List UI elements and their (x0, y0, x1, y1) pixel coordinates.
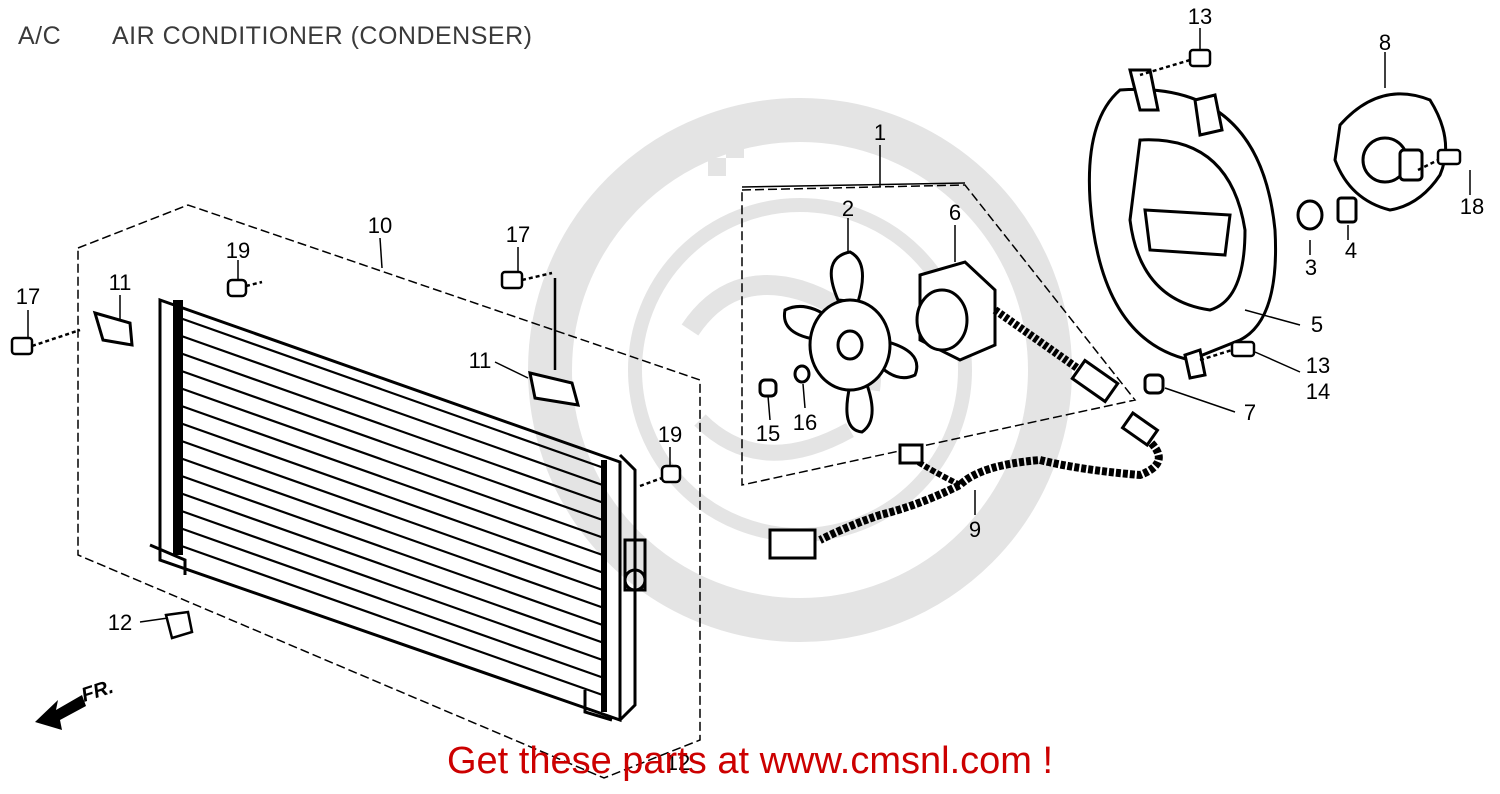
fan-motor (915, 260, 1120, 404)
cushion-19-top (226, 278, 263, 298)
bolt-13-lower (1199, 340, 1256, 362)
condenser-tube (179, 456, 605, 610)
callout-17-left: 17 (16, 284, 40, 309)
nut-7 (1143, 373, 1165, 395)
section-code: A/C (18, 22, 62, 50)
bolt-13-top (1139, 48, 1212, 77)
front-label: FR. (79, 676, 116, 707)
collar-4 (1336, 196, 1358, 224)
condenser-tube (179, 544, 605, 697)
bolt-17-right (500, 270, 557, 370)
condenser-tube (179, 491, 605, 645)
condenser-tube (179, 404, 605, 557)
callout-10: 10 (368, 213, 392, 238)
condenser-tube (179, 369, 605, 522)
callout-11-left: 11 (109, 270, 132, 295)
callout-labels: 1 2 3 4 5 6 7 8 9 10 11 11 12 12 13 13 1… (16, 4, 1484, 775)
callout-2: 2 (842, 196, 854, 221)
callout-13-top: 13 (1188, 4, 1212, 29)
condenser-tube (179, 474, 605, 627)
callout-15: 15 (756, 421, 780, 446)
callout-7: 7 (1244, 400, 1256, 425)
fan-shroud (1087, 68, 1278, 380)
callout-5: 5 (1311, 312, 1323, 337)
condenser-tube (179, 526, 605, 680)
condenser-tube (179, 509, 605, 662)
leader-lines (27, 28, 1471, 623)
callout-16: 16 (793, 410, 817, 435)
promo-link[interactable]: Get these parts at www.cmsnl.com ! (446, 740, 1054, 782)
cover-plate (1333, 92, 1448, 212)
condenser (149, 297, 647, 723)
cushion-12-bottom (164, 610, 194, 640)
callout-3: 3 (1305, 255, 1317, 280)
condenser-tube (179, 334, 605, 487)
callout-11-right: 11 (469, 348, 492, 373)
callout-17-right: 17 (506, 222, 530, 247)
front-direction-arrow: FR. (35, 676, 116, 730)
condenser-tube (179, 351, 605, 505)
condenser-tube (179, 421, 605, 575)
condenser-assembly-frame (77, 204, 701, 779)
callout-12-left: 12 (108, 610, 132, 635)
callout-9: 9 (969, 517, 981, 542)
condenser-tube (179, 316, 605, 470)
bracket-11-right (528, 370, 581, 407)
condenser-tube (179, 439, 605, 592)
callout-19-top: 19 (226, 238, 250, 263)
frame-1-bracket (741, 182, 966, 188)
grommet-3 (1296, 199, 1324, 231)
bracket-11-left (92, 310, 134, 347)
callout-18: 18 (1460, 194, 1484, 219)
washer-16 (793, 364, 811, 384)
condenser-tubes (179, 316, 605, 697)
callout-12-bottom: 12 (666, 750, 690, 775)
promo-banner: Get these parts at www.cmsnl.com ! (0, 740, 1500, 783)
wire-harness (768, 410, 1163, 560)
callout-8: 8 (1379, 30, 1391, 55)
callout-14: 14 (1306, 379, 1330, 404)
nut-15 (758, 378, 778, 398)
fan-blade (782, 250, 919, 434)
callout-4: 4 (1345, 238, 1357, 263)
callout-1: 1 (874, 120, 886, 145)
fan-assembly-frame (741, 184, 1137, 486)
bolt-17-left (10, 328, 81, 356)
callout-13-lower: 13 (1306, 353, 1330, 378)
page-title: AIR CONDITIONER (CONDENSER) (112, 22, 533, 50)
callout-6: 6 (949, 200, 961, 225)
condenser-tube (179, 386, 605, 540)
cushion-19-side (639, 464, 682, 488)
callout-19-side: 19 (658, 422, 682, 447)
bolt-18 (1417, 148, 1462, 172)
